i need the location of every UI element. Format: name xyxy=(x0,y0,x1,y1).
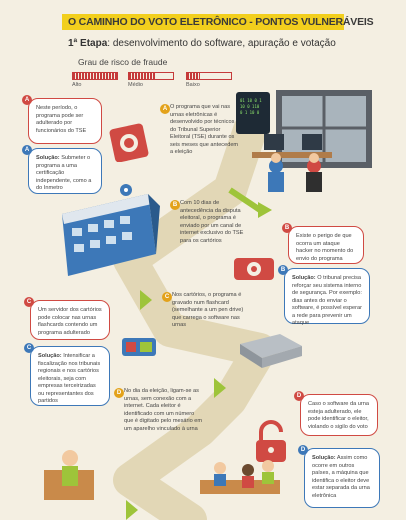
step-c-text: Nos cartórios, o programa é gravado num … xyxy=(172,292,244,329)
solution-d-text: Assim como ocorre em outros países, a má… xyxy=(312,455,370,499)
solution-c-badge: C xyxy=(24,343,34,353)
step-b-text: Com 10 dias de antecedência da disputa e… xyxy=(180,200,244,244)
arrow-c-to-d xyxy=(214,378,226,398)
risk-d-box: Caso o software da urna esteja adulterad… xyxy=(300,394,378,436)
risk-c-box: Um servidor dos cartórios pode colocar n… xyxy=(30,300,110,340)
risk-c-badge: C xyxy=(24,297,34,307)
solution-b-label: Solução: xyxy=(292,275,316,281)
stage-label: 1ª Etapa: desenvolvimento do software, a… xyxy=(68,38,336,49)
step-c-badge: C xyxy=(162,292,172,302)
risk-d-badge: D xyxy=(294,391,304,401)
risk-label-high: Alto xyxy=(72,82,82,88)
title-bar xyxy=(62,14,344,30)
flashcard-icon xyxy=(122,338,156,356)
solution-a-label: Solução: xyxy=(36,155,60,161)
solution-a-badge: A xyxy=(22,145,32,155)
solution-b-text: O tribunal precisa reforçar seu sistema … xyxy=(292,275,362,327)
solution-c-label: Solução: xyxy=(38,353,62,359)
risk-a-box: Neste período, o programa pode ser adult… xyxy=(28,98,102,144)
step-d-text: No dia da eleição, ligam-se as urnas, se… xyxy=(124,388,203,432)
svg-text:10 0 110: 10 0 110 xyxy=(240,104,260,109)
risk-bar-high xyxy=(72,72,118,80)
solution-d-box: Solução: Assim como ocorre em outros paí… xyxy=(304,448,380,508)
solution-d-badge: D xyxy=(298,445,308,455)
risk-legend-title: Grau de risco de fraude xyxy=(78,57,168,67)
solution-b-badge: B xyxy=(278,265,288,275)
step-b-badge: B xyxy=(170,200,180,210)
risk-c-text: Um servidor dos cartórios pode colocar n… xyxy=(38,307,102,336)
step-a-text: O programa que vai nas urnas eletrônicas… xyxy=(170,104,239,156)
arrow-d-to-end xyxy=(126,500,138,520)
developers-illustration: 01 10 0 1 10 0 110 0 1 10 0 xyxy=(236,90,372,192)
page-title: O CAMINHO DO VOTO ELETRÔNICO - PONTOS VU… xyxy=(68,16,374,28)
risk-a-badge: A xyxy=(22,95,32,105)
virus-lock-icon xyxy=(109,123,149,162)
risk-a-text: Neste período, o programa pode ser adult… xyxy=(36,105,87,134)
unlocked-padlock-icon xyxy=(256,420,286,462)
svg-text:01 10 0 1: 01 10 0 1 xyxy=(240,98,262,103)
solution-c-box: Solução: Intensificar a fiscalização nos… xyxy=(30,346,110,406)
solution-c-text: Intensificar a fiscalização nos tribunai… xyxy=(38,353,101,405)
solution-a-box: Solução: Submeter o programa a uma certi… xyxy=(28,148,102,194)
risk-b-text: Existe o perigo de que ocorra um ataque … xyxy=(296,233,354,262)
risk-bar-medium xyxy=(128,72,174,80)
step-d-badge: D xyxy=(114,388,124,398)
svg-text:0 1 10 0: 0 1 10 0 xyxy=(240,110,260,115)
arrow-b-to-c xyxy=(140,290,152,310)
stage-prefix: 1ª Etapa xyxy=(68,38,108,49)
solution-a-text: Submeter o programa a uma certificação i… xyxy=(36,155,92,192)
risk-b-badge: B xyxy=(282,223,292,233)
risk-b-box: Existe o perigo de que ocorra um ataque … xyxy=(288,226,364,264)
risk-label-low: Baixo xyxy=(186,82,200,88)
solution-b-box: Solução: O tribunal precisa reforçar seu… xyxy=(284,268,370,327)
solution-d-label: Solução: xyxy=(312,455,336,461)
tse-building-illustration xyxy=(62,184,160,276)
router-alert-icon xyxy=(234,258,274,280)
stage-rest: : desenvolvimento do software, apuração … xyxy=(107,38,336,49)
risk-label-medium: Médio xyxy=(128,82,143,88)
arrow-a-to-b xyxy=(258,202,272,218)
risk-bar-low xyxy=(186,72,232,80)
polling-station-illustration xyxy=(44,450,280,500)
ballot-box-illustration xyxy=(240,334,302,368)
step-a-badge: A xyxy=(160,104,170,114)
risk-d-text: Caso o software da urna esteja adulterad… xyxy=(308,401,369,430)
